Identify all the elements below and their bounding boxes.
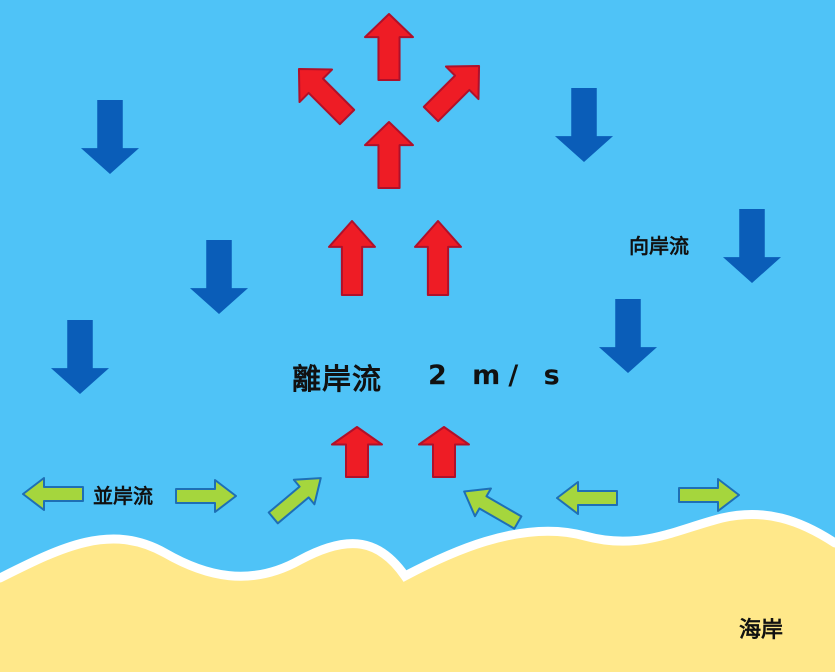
onshore-current-arrow	[51, 320, 109, 394]
shore-label: 海岸	[739, 618, 784, 643]
rip-current-arrow	[365, 122, 413, 188]
onshore-current-arrow	[599, 299, 657, 373]
onshore-current-arrow	[190, 240, 248, 314]
longshore-current-label: 並岸流	[93, 484, 153, 508]
rip-current-arrow	[415, 221, 461, 295]
rip-current-speed-label: 2 m/ s	[428, 360, 568, 391]
onshore-current-arrow	[555, 88, 613, 162]
longshore-current-arrow	[23, 478, 83, 510]
shoreline-foam	[0, 509, 835, 583]
rip-current-arrow	[415, 50, 496, 131]
onshore-current-arrow	[81, 100, 139, 174]
rip-current-arrow	[332, 427, 382, 477]
longshore-current-arrow	[679, 479, 739, 511]
longshore-current-arrow	[456, 478, 526, 537]
rip-current-label: 離岸流	[292, 362, 383, 396]
longshore-current-arrow	[557, 482, 617, 514]
rip-current-arrow	[365, 14, 413, 80]
onshore-current-label: 向岸流	[629, 234, 689, 258]
longshore-current-arrow	[263, 466, 331, 530]
rip-current-arrow	[329, 221, 375, 295]
onshore-current-arrow	[723, 209, 781, 283]
rip-current-arrow	[283, 53, 364, 134]
longshore-current-arrow	[176, 480, 236, 512]
sand-beach	[0, 514, 835, 672]
rip-current-arrow	[419, 427, 469, 477]
